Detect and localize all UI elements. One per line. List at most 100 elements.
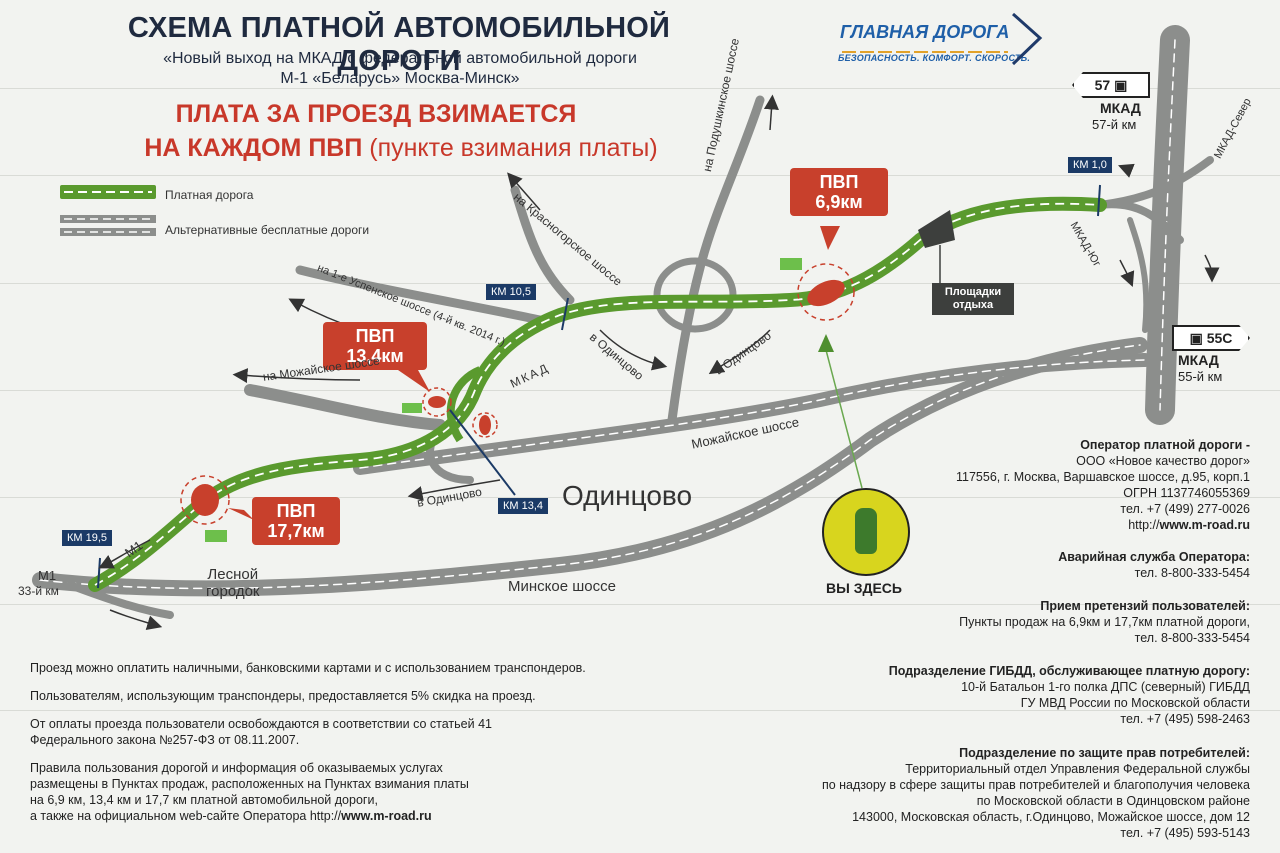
emergency-info: Аварийная служба Оператора: тел. 8-800-3… bbox=[860, 549, 1250, 581]
pvp-km: 13,4км bbox=[346, 346, 404, 366]
rest-area-line1: Площадки bbox=[944, 286, 1002, 298]
road-map bbox=[32, 25, 1220, 631]
consumer-line: 143000, Московская область, г.Одинцово, … bbox=[852, 810, 1250, 824]
toll-office-icon bbox=[780, 258, 802, 270]
mkad-south-km: 55-й км bbox=[1178, 369, 1223, 384]
place-lesnoy-line2: городок bbox=[206, 583, 260, 600]
pvp-label: ПВП bbox=[355, 326, 395, 346]
gibdd-info: Подразделение ГИБДД, обслуживающее платн… bbox=[820, 663, 1250, 727]
note-payment: Проезд можно оплатить наличными, банковс… bbox=[30, 661, 586, 675]
pvp-13-4-circle bbox=[422, 387, 452, 417]
pvp-km: 17,7км bbox=[267, 521, 325, 541]
operator-website[interactable]: http://www.m-road.ru bbox=[860, 517, 1250, 533]
operator-line: ООО «Новое качество дорог» bbox=[1076, 454, 1250, 468]
fee-notice-bold: НА КАЖДОМ ПВП bbox=[144, 134, 363, 162]
claims-phone: тел. 8-800-333-5454 bbox=[1134, 631, 1250, 645]
place-m1-label: М1 bbox=[38, 568, 57, 583]
note-discount: Пользователям, использующим транспондеры… bbox=[30, 689, 536, 703]
car-icon bbox=[855, 508, 877, 554]
place-lesnoy-line1: Лесной bbox=[207, 566, 259, 583]
mkad-north-sign: 57 ▣ bbox=[1072, 72, 1150, 98]
city-odintsovo: Одинцово bbox=[562, 480, 693, 511]
emergency-phone: тел. 8-800-333-5454 bbox=[1134, 566, 1250, 580]
note-rules-site: а также на официальном web-сайте Операто… bbox=[30, 808, 710, 824]
operator-heading: Оператор платной дороги - bbox=[1080, 438, 1250, 452]
note-rules-link[interactable]: www.m-road.ru bbox=[341, 809, 432, 823]
fee-notice-rest: (пункте взимания платы) bbox=[362, 134, 658, 162]
payment-notes: Проезд можно оплатить наличными, банковс… bbox=[30, 660, 710, 824]
note-exemption: Федерального закона №257-ФЗ от 08.11.200… bbox=[30, 733, 300, 747]
operator-line: тел. +7 (499) 277-0026 bbox=[1120, 502, 1250, 516]
logo-arrow-icon bbox=[842, 12, 1043, 66]
consumer-line: Территориальный отдел Управления Федерал… bbox=[905, 762, 1250, 776]
operator-line: 117556, г. Москва, Варшавское шоссе, д.9… bbox=[956, 470, 1250, 484]
legend-swatches bbox=[60, 185, 156, 236]
consumer-heading: Подразделение по защите прав потребителе… bbox=[959, 746, 1250, 760]
km-marker-1-0: КМ 1,0 bbox=[1068, 157, 1112, 173]
gibdd-line: ГУ МВД России по Московской области bbox=[1020, 696, 1250, 710]
mkad-north-name: МКАД bbox=[1100, 100, 1141, 116]
label-minskoe: Минское шоссе bbox=[508, 578, 616, 595]
page-title: СХЕМА ПЛАТНОЙ АВТОМОБИЛЬНОЙ ДОРОГИ bbox=[127, 12, 671, 77]
gibdd-phone: тел. +7 (495) 598-2463 bbox=[1120, 712, 1250, 726]
note-rules: размещены в Пунктах продаж, расположенны… bbox=[30, 777, 469, 791]
rest-area-line2: отдыха bbox=[952, 299, 994, 311]
legend-toll-label: Платная дорога bbox=[165, 188, 254, 202]
pvp-label: ПВП bbox=[819, 172, 859, 192]
you-are-here-marker bbox=[822, 488, 910, 576]
gibdd-heading: Подразделение ГИБДД, обслуживающее платн… bbox=[888, 664, 1250, 678]
mkad-north-number: 57 bbox=[1094, 77, 1111, 93]
consumer-line: по надзору в сфере защиты прав потребите… bbox=[821, 778, 1250, 792]
km-marker-10-5: КМ 10,5 bbox=[486, 284, 537, 300]
mkad-north-km: 57-й км bbox=[1092, 117, 1137, 132]
note-rules: на 6,9 км, 13,4 км и 17,7 км платной авт… bbox=[30, 793, 378, 807]
consumer-info: Подразделение по защите прав потребителе… bbox=[720, 745, 1250, 841]
place-m1-km: 33-й км bbox=[18, 584, 59, 598]
subtitle-line-1: «Новый выход на МКАД с федеральной автом… bbox=[163, 50, 637, 67]
mkad-south-sign: ▣ 55С bbox=[1172, 325, 1250, 351]
km-marker-13-4: КМ 13,4 bbox=[498, 498, 549, 514]
km-marker-19-5: КМ 19,5 bbox=[62, 530, 113, 546]
panel-seam bbox=[0, 710, 1280, 711]
mkad-south-number: 55С bbox=[1206, 330, 1233, 346]
pvp-label: ПВП bbox=[276, 501, 316, 521]
claims-info: Прием претензий пользователей: Пункты пр… bbox=[860, 598, 1250, 646]
page-subtitle: «Новый выход на МКАД с федеральной автом… bbox=[120, 49, 680, 89]
claims-heading: Прием претензий пользователей: bbox=[1040, 599, 1250, 613]
pvp-km: 6,9км bbox=[815, 192, 863, 212]
logo-slogan: БЕЗОПАСНОСТЬ. КОМФОРТ. СКОРОСТЬ. bbox=[838, 53, 1031, 63]
podushkinskoe-road bbox=[667, 95, 765, 425]
note-exemption: От оплаты проезда пользователи освобожда… bbox=[30, 717, 492, 731]
pvp-6-9-circle bbox=[797, 263, 855, 321]
operator-site: www.m-road.ru bbox=[1159, 518, 1250, 532]
toll-road bbox=[88, 196, 1107, 592]
panel-seam bbox=[0, 390, 1280, 391]
claims-line: Пункты продаж на 6,9км и 17,7км платной … bbox=[959, 615, 1250, 629]
fee-notice-line-2: НА КАЖДОМ ПВП (пункте взимания платы) bbox=[96, 134, 706, 163]
gibdd-line: 10-й Батальон 1-го полка ДПС (северный) … bbox=[961, 680, 1250, 694]
operator-site-prefix: http:// bbox=[1128, 518, 1160, 532]
you-are-here-label: ВЫ ЗДЕСЬ bbox=[826, 580, 902, 596]
operator-line: ОГРН 1137746055369 bbox=[1123, 486, 1250, 500]
panel-seam bbox=[0, 497, 1280, 498]
logo-name: ГЛАВНАЯ ДОРОГА bbox=[840, 22, 1010, 42]
emergency-heading: Аварийная служба Оператора: bbox=[1058, 550, 1250, 564]
panel-seam bbox=[0, 604, 1280, 605]
operator-info: Оператор платной дороги - ООО «Новое кач… bbox=[860, 437, 1250, 533]
pvp-17-7-circle bbox=[180, 475, 230, 525]
note-rules: Правила пользования дорогой и информация… bbox=[30, 761, 443, 775]
mkad-south-name: МКАД bbox=[1178, 352, 1219, 368]
panel-seam bbox=[0, 175, 1280, 176]
note-rules-prefix: а также на официальном web-сайте Операто… bbox=[30, 809, 342, 823]
fee-notice-line-1: ПЛАТА ЗА ПРОЕЗД ВЗИМАЕТСЯ bbox=[175, 100, 577, 128]
panel-seam bbox=[0, 88, 1280, 89]
krasnogorskoe-road bbox=[510, 185, 575, 305]
subtitle-line-2: М-1 «Беларусь» Москва-Минск» bbox=[280, 70, 520, 87]
consumer-phone: тел. +7 (495) 593-5143 bbox=[1120, 826, 1250, 840]
panel-seam bbox=[0, 283, 1280, 284]
